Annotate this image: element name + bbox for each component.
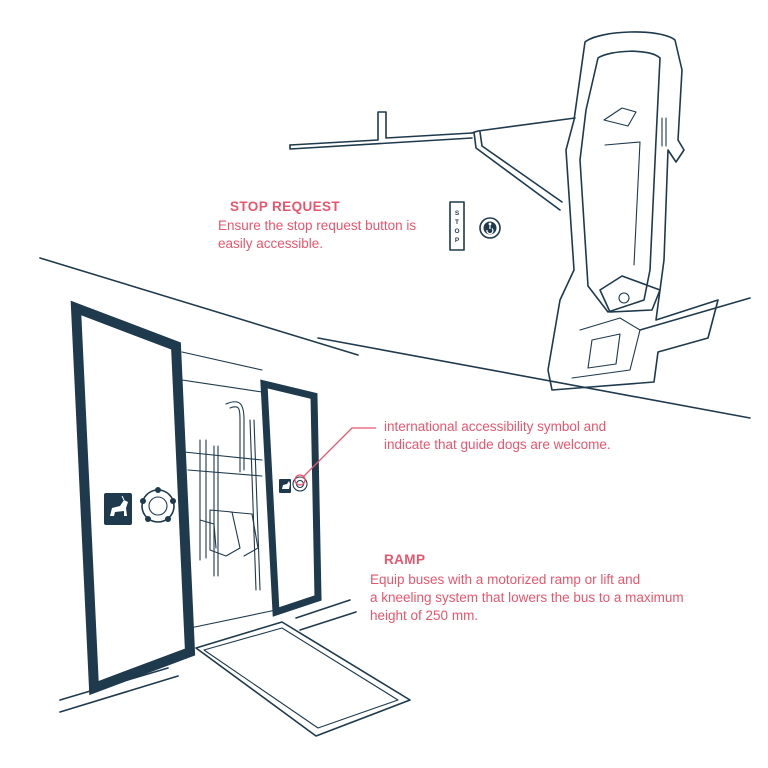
- accessibility-icon: [140, 487, 176, 523]
- ceiling-rail: [289, 111, 576, 150]
- stop-request-heading: STOP REQUEST: [230, 199, 341, 214]
- stop-letter: P: [455, 237, 460, 244]
- right-door: [260, 379, 322, 617]
- bus-doorway: [59, 351, 357, 713]
- stop-request-text-line-2: easily accessible.: [218, 236, 324, 251]
- ramp-text-line-2: a kneeling system that lowers the bus to…: [370, 590, 684, 605]
- guide-dog-icon: [104, 493, 132, 525]
- accessibility-text-line-1: international accessibility symbol and: [384, 419, 607, 434]
- grab-pole: [473, 131, 563, 211]
- ramp-text-line-3: height of 250 mm.: [370, 608, 479, 623]
- ramp-note: RAMP Equip buses with a motorized ramp o…: [370, 552, 684, 625]
- stop-request-text-line-1: Ensure the stop request button is: [218, 218, 417, 233]
- accessibility-text-line-2: indicate that guide dogs are welcome.: [384, 437, 611, 452]
- guide-dog-icon-small: [279, 479, 291, 493]
- stop-letter: T: [455, 219, 459, 226]
- left-door: [70, 300, 196, 696]
- stop-letter: S: [455, 210, 460, 217]
- wheelchair-icon: [479, 217, 501, 239]
- bus-seat: [547, 31, 719, 391]
- ramp-heading: RAMP: [384, 552, 426, 567]
- stop-request-note: STOP REQUEST Ensure the stop request but…: [218, 199, 416, 253]
- ramp-text-line-1: Equip buses with a motorized ramp or lif…: [370, 572, 641, 587]
- accessibility-note: international accessibility symbol and i…: [384, 418, 611, 454]
- ramp: [195, 621, 411, 737]
- accessibility-callout-line: [294, 427, 376, 486]
- stop-letter: O: [454, 228, 459, 235]
- upper-floor-lines: [39, 257, 751, 419]
